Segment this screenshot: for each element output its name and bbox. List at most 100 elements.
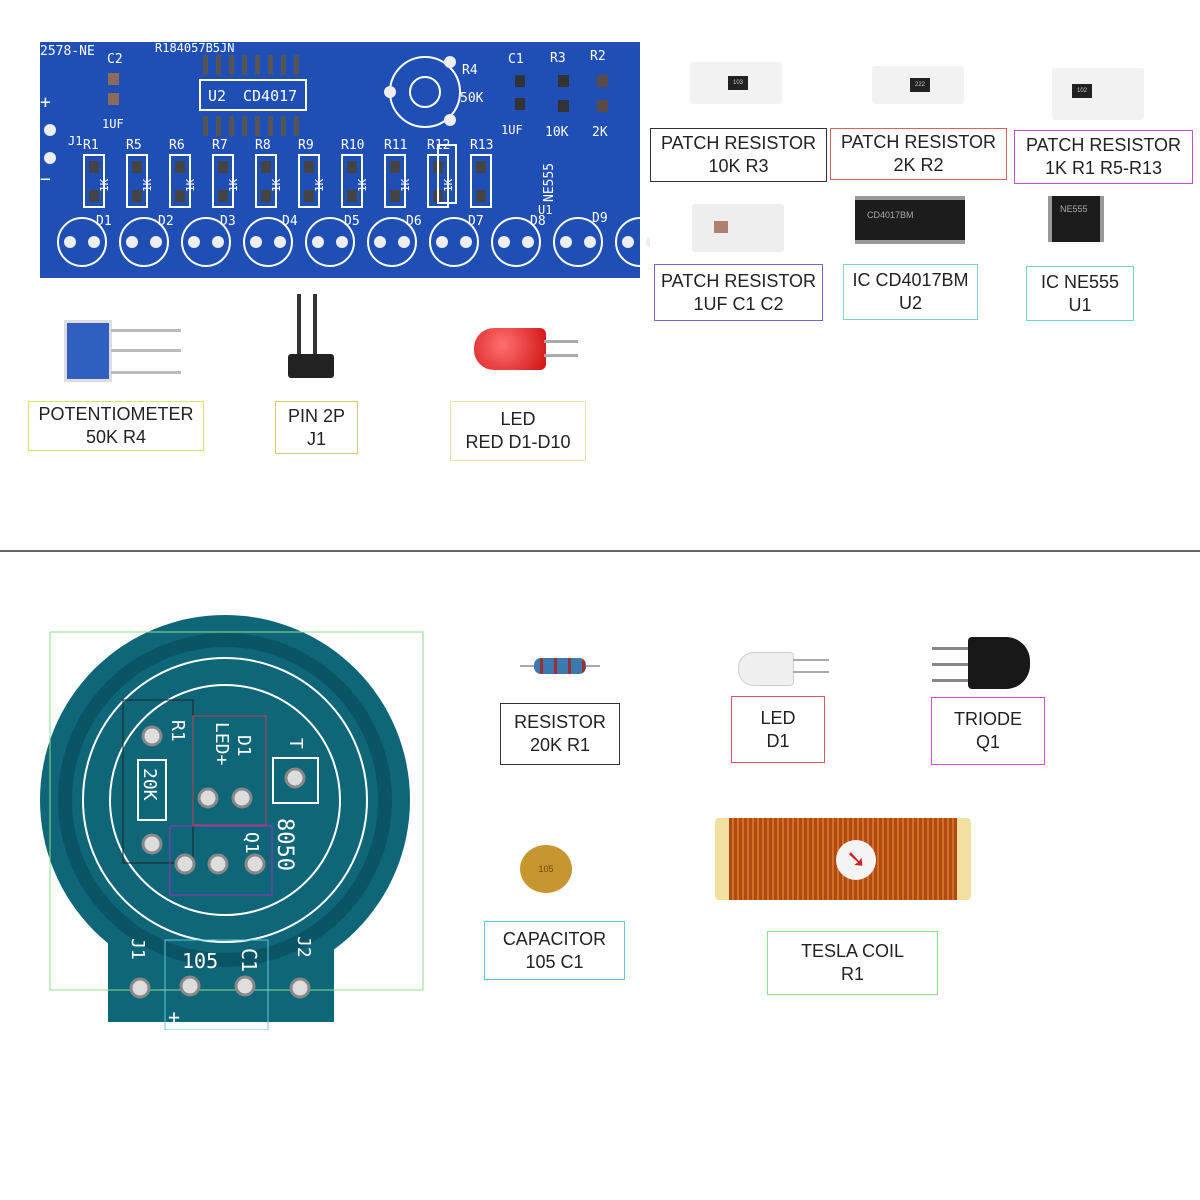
resistor-photo [520, 658, 600, 674]
resistor-label: R7 [212, 138, 228, 153]
resistor-label: R8 [255, 138, 271, 153]
label-line1: CAPACITOR [502, 928, 607, 949]
label-line1: IC CD4017BM [852, 270, 969, 290]
j1-label: J1 [68, 134, 82, 148]
led-label: D8 [530, 214, 546, 229]
white-led-photo [738, 652, 829, 686]
resistor-footprint [126, 154, 148, 208]
led-footprint [491, 217, 541, 267]
resistor-marking: 103 [728, 76, 748, 90]
u2-label: U2 [208, 87, 226, 105]
label-line2: 20K R1 [529, 735, 591, 755]
c1-label: C1 [508, 52, 524, 67]
resistor-label: R5 [126, 138, 142, 153]
pcb-code: 2578-NE [40, 44, 95, 59]
led-footprint [429, 217, 479, 267]
led-footprint [615, 217, 650, 267]
resistor-footprint [384, 154, 406, 208]
label-ic-cd4017: IC CD4017BM U2 [843, 264, 978, 320]
led-footprint [181, 217, 231, 267]
label-line1: POTENTIOMETER [38, 404, 194, 424]
r3-value: 10K [545, 125, 569, 140]
r2-label: R2 [590, 49, 606, 64]
c2-label: C2 [107, 52, 123, 67]
label-line2: 1K R1 R5-R13 [1044, 158, 1163, 178]
led-footprint [243, 217, 293, 267]
c2-value: 1UF [102, 117, 124, 131]
led-footprint [367, 217, 417, 267]
label-line2: 10K R3 [708, 156, 769, 176]
j2-label: J2 [293, 936, 314, 958]
resistor-label: R6 [169, 138, 185, 153]
resistor-value: 1K [399, 178, 412, 192]
led-label: LED+ [211, 722, 232, 766]
j1-minus: − [40, 169, 51, 190]
resistor-value: 1K [184, 178, 197, 192]
resistor-value: 1K [442, 178, 455, 192]
resistor-footprint [255, 154, 277, 208]
label-line1: PATCH RESISTOR [660, 270, 817, 291]
label-line2: 1UF C1 C2 [693, 293, 784, 314]
label-line2: U1 [1068, 294, 1092, 315]
resistor-label: R11 [384, 138, 407, 153]
pin-header-photo [288, 294, 338, 384]
led-label: D6 [406, 214, 422, 229]
led-label: D10 [648, 211, 650, 226]
transistor-part: 8050 [272, 818, 297, 871]
c1-value: 105 [182, 949, 218, 973]
potentiometer-photo [64, 320, 181, 382]
u1-label: U1 [538, 203, 552, 217]
smd-capacitor-photo [692, 204, 784, 252]
arrow-sticker-icon: ➘ [836, 840, 876, 880]
j1-label: J1 [127, 938, 148, 960]
transistor-photo [932, 637, 1030, 689]
ic-ne555-photo: NE555 [1048, 196, 1104, 242]
label-line2: U2 [898, 293, 922, 313]
resistor-footprint [298, 154, 320, 208]
resistor-value: 1K [356, 178, 369, 192]
resistor-marking: 222 [910, 78, 930, 92]
c1-value: 1UF [501, 123, 523, 137]
t-label: T [285, 738, 306, 749]
resistor-label: R13 [470, 138, 493, 153]
led-label: D4 [282, 214, 298, 229]
label-line2: D1 [766, 730, 790, 751]
label-resistor: RESISTOR 20K R1 [500, 703, 620, 765]
q1-label: Q1 [241, 832, 262, 854]
label-line1: LED [760, 707, 796, 728]
tesla-coil-pcb: R1 20K D1 LED+ T Q1 8050 105 C1 J1 J2 + [40, 615, 424, 1030]
label-line2: Q1 [975, 732, 1000, 752]
resistor-label: R9 [298, 138, 314, 153]
u2-part: CD4017 [243, 87, 297, 105]
led-label: D3 [220, 214, 236, 229]
led-footprint [57, 217, 107, 267]
tesla-coil-photo: ➘ [715, 818, 971, 900]
resistor-footprint [341, 154, 363, 208]
led-footprint [305, 217, 355, 267]
resistor-value: 1K [98, 178, 111, 192]
section-divider [0, 550, 1200, 552]
resistor-footprint [212, 154, 234, 208]
smd-resistor-1k-photo: 102 [1052, 68, 1144, 120]
ic-cd4017-photo: CD4017BM [855, 196, 965, 244]
r1-label: R1 [167, 720, 188, 742]
label-line1: PATCH RESISTOR [840, 132, 997, 152]
label-line1: RESISTOR [514, 712, 606, 732]
led-label: D5 [344, 214, 360, 229]
resistor-label: R1 [83, 138, 99, 153]
d1-label: D1 [233, 735, 254, 757]
label-line1: TRIODE [953, 709, 1022, 729]
label-line2: R1 [840, 964, 864, 984]
resistor-value: 1K [270, 178, 283, 192]
label-triode: TRIODE Q1 [931, 697, 1045, 765]
resistor-marking: 102 [1072, 84, 1092, 98]
led-footprint [553, 217, 603, 267]
label-line1: IC NE555 [1040, 271, 1120, 292]
resistor-value: 1K [313, 178, 326, 192]
